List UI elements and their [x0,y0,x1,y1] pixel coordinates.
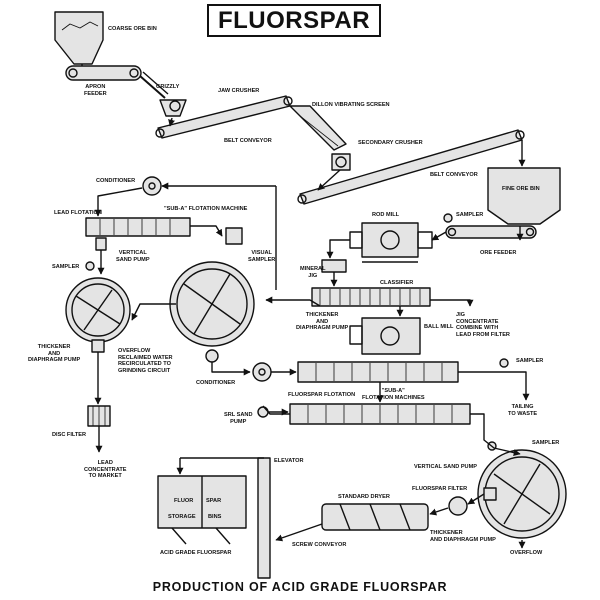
label-mineral-jig: MINERAL JIG [300,266,326,279]
diagram-title: FLUORSPAR [217,6,371,34]
apron-feeder-icon [65,65,142,81]
label-lead-flotation: LEAD FLOTATION [54,210,102,216]
label-belt-conveyor-2: BELT CONVEYOR [430,172,478,178]
vertical-sand-pump-icon [95,237,107,251]
label-conditioner-1: CONDITIONER [96,178,136,184]
label-fluorspar-filter: FLUORSPAR FILTER [412,486,468,492]
label-storage-storage: STORAGE [168,514,196,520]
fluorspar-flotation-bank-2-icon [289,403,471,425]
rod-mill-icon [349,222,433,263]
label-sampler-1: SAMPLER [456,212,484,218]
label-storage-bins: BINS [208,514,222,520]
fluorspar-filter-icon [448,496,468,516]
label-thickener-diaphragm-2: THICKENER AND DIAPHRAGM PUMP [296,312,349,332]
ore-feeder-icon [445,225,537,239]
label-srl-sand-pump: SRL SAND PUMP [224,412,253,425]
conditioner-2-icon [252,362,272,382]
storage-bins-icon [157,475,247,545]
thickener-2-icon [169,261,255,363]
sampler-icon [499,358,509,368]
visual-sampler-icon [225,227,243,245]
secondary-crusher-icon [331,153,351,171]
mineral-jig-icon [321,259,347,273]
label-sub-a-flotation-machines: "SUB-A" FLOTATION MACHINES [362,388,425,401]
label-vertical-sand-pump-2: VERTICAL SAND PUMP [414,464,477,470]
thickener-3-icon [477,449,567,539]
figure-caption: PRODUCTION OF ACID GRADE FLUORSPAR [152,580,448,594]
label-overflow-note: OVERFLOW RECLAIMED WATER RECIRCULATED TO… [118,348,173,374]
label-grizzly: GRIZZLY [156,84,180,90]
label-overflow-2: OVERFLOW [510,550,543,556]
label-jaw-crusher: JAW CRUSHER [218,88,260,94]
label-jig-concentrate: JIG CONCENTRATE COMBINE WITH LEAD FROM F… [456,312,510,338]
grizzly-icon [139,71,169,99]
label-storage-spar: SPAR [206,498,222,504]
label-secondary-crusher: SECONDARY CRUSHER [358,140,423,146]
label-apron-feeder: APRON FEEDER [84,84,107,97]
label-sub-a-flotation-machine: "SUB-A" FLOTATION MACHINE [164,206,248,212]
label-vertical-sand-pump-1: VERTICAL SAND PUMP [116,250,150,263]
label-acid-grade: ACID GRADE FLUORSPAR [160,550,232,556]
fluorspar-flotation-bank-1-icon [297,361,459,383]
label-tailing-to-waste: TAILING TO WASTE [508,404,538,417]
label-belt-conveyor-1: BELT CONVEYOR [224,138,272,144]
fine-ore-bin-icon [487,167,561,225]
standard-dryer-icon [321,503,429,531]
srl-sand-pump-icon [257,406,269,418]
label-storage-fluor: FLUOR [174,498,194,504]
label-sampler-2: SAMPLER [52,264,80,270]
disc-filter-icon [87,405,111,427]
label-visual-sampler: VISUAL SAMPLER [248,250,276,263]
elevator-icon [176,457,271,579]
label-rod-mill: ROD MILL [372,212,400,218]
label-screw-conveyor: SCREW CONVEYOR [292,542,347,548]
conditioner-1-icon [142,176,162,196]
label-disc-filter: DISC FILTER [52,432,87,438]
thickener-1-icon [65,277,131,353]
coarse-ore-bin-icon [54,11,104,65]
jaw-crusher-icon [159,99,187,117]
label-lead-concentrate: LEAD CONCENTRATE TO MARKET [84,460,127,480]
label-ball-mill: BALL MILL [424,324,454,330]
sampler-icon [443,213,453,223]
label-thickener-diaphragm-1: THICKENER AND DIAPHRAGM PUMP [28,344,81,364]
label-standard-dryer: STANDARD DRYER [338,494,390,500]
sampler-icon [85,261,95,271]
classifier-icon [311,287,431,307]
label-elevator: ELEVATOR [274,458,304,464]
label-coarse-ore-bin: COARSE ORE BIN [108,26,157,32]
dillon-screen-icon [289,105,347,151]
label-sampler-3: SAMPLER [516,358,544,364]
label-classifier: CLASSIFIER [380,280,414,286]
label-thickener-diaphragm-3: THICKENER AND DIAPHRAGM PUMP [430,530,496,543]
ball-mill-icon [349,317,421,355]
label-conditioner-2: CONDITIONER [196,380,236,386]
label-ore-feeder: ORE FEEDER [480,250,517,256]
label-fine-ore-bin: FINE ORE BIN [502,186,540,192]
label-fluorspar-flotation: FLUORSPAR FLOTATION [288,392,356,398]
label-sampler-4: SAMPLER [532,440,560,446]
label-dillon-screen: DILLON VIBRATING SCREEN [312,102,390,108]
title-box: FLUORSPAR [207,4,381,37]
lead-flotation-machine-icon [85,217,191,237]
